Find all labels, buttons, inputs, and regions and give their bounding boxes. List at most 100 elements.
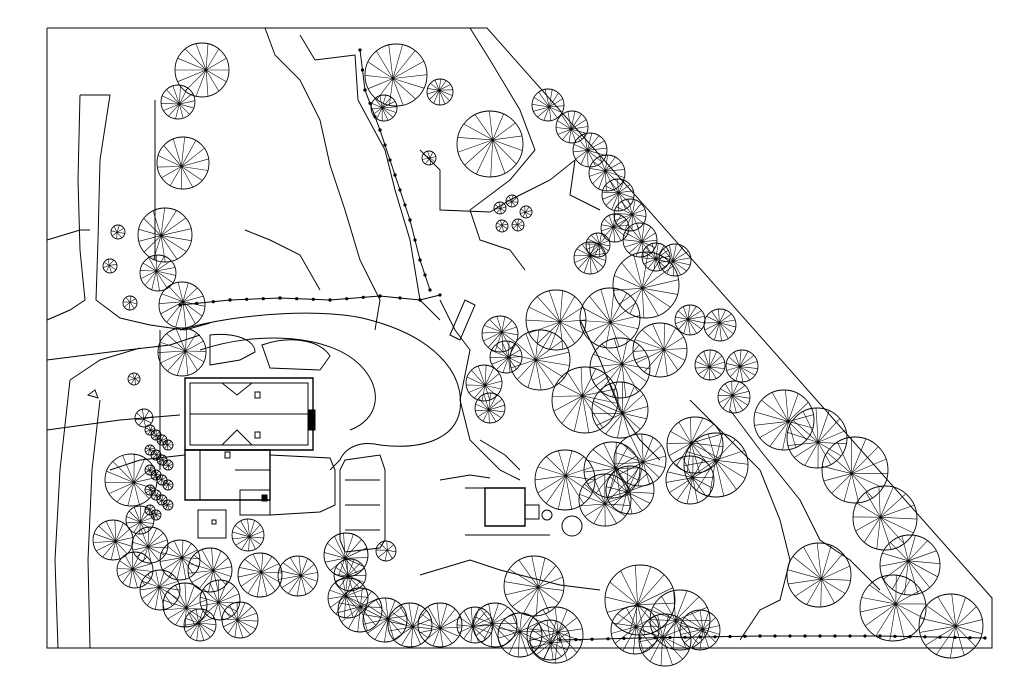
- tree-symbol: [457, 111, 523, 177]
- tree-symbol: [532, 89, 564, 121]
- fence-post: [699, 636, 701, 638]
- tree-symbol: [650, 590, 710, 650]
- tree-symbol: [151, 470, 161, 480]
- tree-symbol: [159, 282, 205, 328]
- fence-post: [212, 301, 214, 303]
- tree-symbol: [530, 620, 570, 660]
- tree-symbol: [103, 259, 117, 273]
- tree-symbol: [606, 466, 654, 514]
- tree-symbol: [482, 316, 518, 352]
- tree-symbol: [140, 255, 176, 291]
- tree-symbol: [573, 133, 607, 167]
- tree-symbol: [151, 430, 161, 440]
- tree-symbol: [188, 548, 232, 592]
- tree-symbol: [506, 195, 518, 207]
- fence-post: [399, 297, 401, 299]
- fence-post: [389, 159, 391, 161]
- fence-post: [379, 295, 381, 297]
- tree-symbol: [158, 328, 206, 376]
- fence-post: [759, 635, 761, 637]
- tree-symbol: [117, 552, 153, 588]
- fence-post: [607, 638, 609, 640]
- tree-symbol: [388, 603, 432, 647]
- fence-post: [419, 259, 421, 261]
- tree-symbol: [132, 527, 168, 563]
- fence-post: [969, 637, 971, 639]
- driveway-left: [47, 95, 210, 648]
- fence-post: [196, 302, 198, 304]
- tree-symbol: [512, 219, 524, 231]
- tree-symbol: [639, 614, 691, 666]
- tree-symbol: [919, 594, 983, 658]
- tree-symbol: [151, 450, 161, 460]
- tree-symbol: [695, 350, 725, 380]
- fence-post: [279, 297, 281, 299]
- tree-symbol: [157, 435, 167, 445]
- fence-post: [774, 635, 776, 637]
- tree-symbol: [418, 603, 462, 647]
- tree-symbol: [135, 409, 153, 427]
- tree-symbol: [684, 433, 748, 497]
- tree-symbol: [754, 390, 814, 450]
- tree-symbol: [574, 242, 606, 274]
- fence-post: [729, 635, 731, 637]
- tree-symbol: [145, 425, 155, 435]
- tree-symbol: [498, 613, 542, 657]
- fence-post: [346, 298, 348, 300]
- tree-symbol: [363, 598, 407, 642]
- fence-post: [429, 289, 431, 291]
- fence-post: [419, 299, 421, 301]
- tree-symbol: [138, 208, 192, 262]
- tree-symbol: [222, 602, 258, 638]
- planting-bed: [450, 300, 475, 340]
- fence-post: [246, 298, 248, 300]
- tree-symbol: [659, 244, 691, 276]
- fence-post: [364, 89, 366, 91]
- fence-post: [361, 69, 363, 71]
- fence-post: [414, 239, 416, 241]
- tree-symbol: [145, 465, 155, 475]
- fence-post: [879, 635, 881, 637]
- fence-post: [229, 299, 231, 301]
- tree-symbol: [589, 155, 625, 191]
- tree-symbol: [602, 179, 634, 211]
- tree-symbol: [527, 607, 583, 663]
- tree-symbol: [151, 510, 161, 520]
- fence-post: [439, 294, 441, 296]
- fence-post: [394, 174, 396, 176]
- fence-post: [312, 298, 314, 300]
- tree-symbol: [123, 296, 137, 310]
- fence-post: [789, 635, 791, 637]
- tree-symbol: [466, 365, 502, 401]
- fence-post: [894, 635, 896, 637]
- tree-symbol: [552, 367, 618, 433]
- tree-symbol: [140, 570, 180, 610]
- tree-symbol: [105, 454, 157, 506]
- contour-lines: [47, 28, 880, 640]
- tree-symbol: [860, 575, 926, 641]
- tree-symbol: [666, 456, 714, 504]
- tree-symbol: [590, 338, 650, 398]
- tree-symbol: [163, 480, 173, 490]
- tree-symbol: [675, 305, 705, 335]
- fence-post: [362, 296, 364, 298]
- tree-symbol: [494, 202, 506, 214]
- fence-post: [424, 274, 426, 276]
- tree-symbol: [365, 44, 427, 106]
- tree-symbol: [232, 519, 264, 551]
- tree-symbol: [520, 206, 532, 218]
- trees: [93, 43, 983, 666]
- tree-symbol: [584, 442, 640, 498]
- tree-symbol: [128, 373, 140, 385]
- tree-symbol: [238, 553, 282, 597]
- fence-line: [180, 295, 440, 305]
- tree-symbol: [278, 556, 318, 596]
- fence-post: [984, 637, 986, 639]
- tree-symbol: [334, 559, 366, 591]
- fence-post: [864, 635, 866, 637]
- tree-symbol: [157, 455, 167, 465]
- tree-symbol: [475, 393, 505, 423]
- fence-post: [834, 635, 836, 637]
- fence-post: [744, 635, 746, 637]
- tree-symbol: [680, 610, 720, 650]
